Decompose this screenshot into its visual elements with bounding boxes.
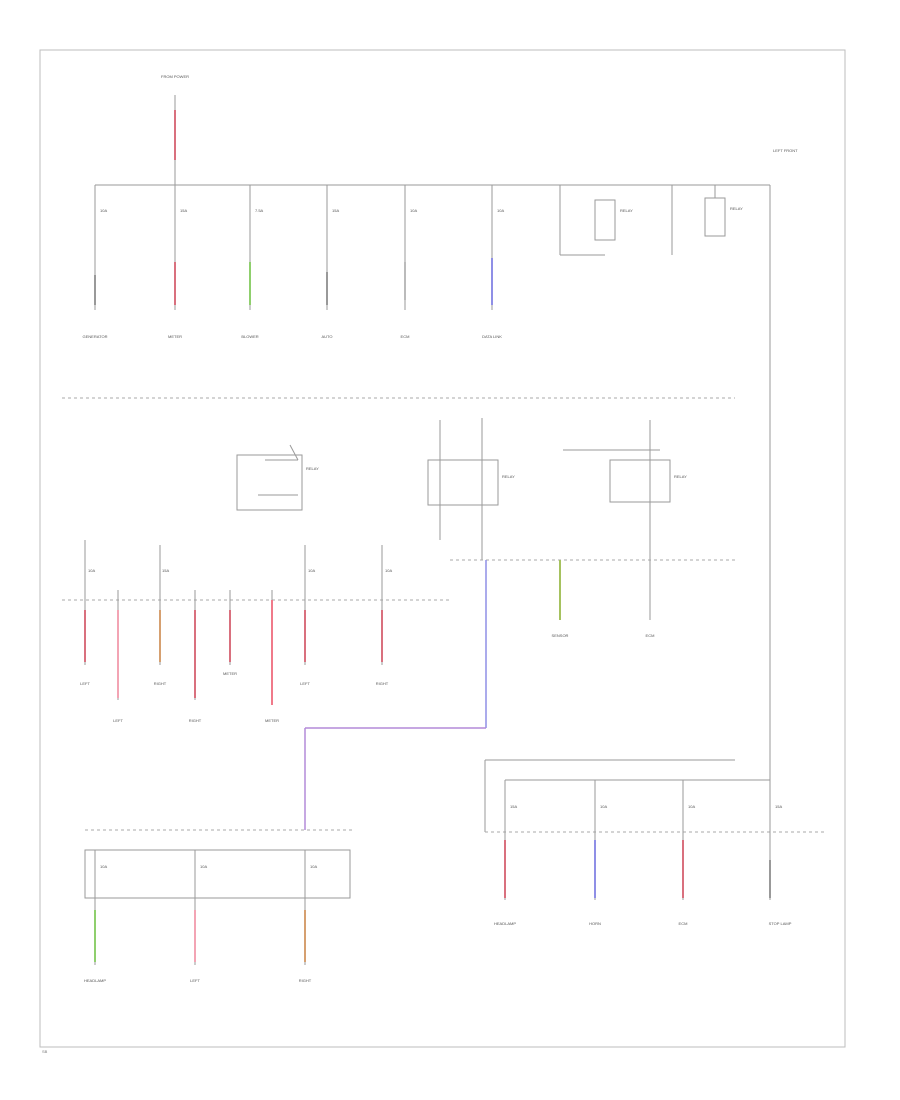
svg-text:10A: 10A	[688, 804, 695, 809]
top-relay-1: RELAY	[559, 185, 633, 256]
svg-text:15A: 15A	[332, 208, 339, 213]
center-feed-wire	[304, 560, 487, 830]
lower-right-branch-1: 15A HEADLAMP	[494, 780, 517, 926]
svg-text:15A: 15A	[180, 208, 187, 213]
lower-right-block	[484, 759, 825, 833]
svg-text:RIGHT: RIGHT	[154, 681, 167, 686]
svg-text:LEFT: LEFT	[190, 978, 200, 983]
footer-code: SB	[42, 1049, 48, 1054]
svg-text:10A: 10A	[200, 864, 207, 869]
svg-text:RELAY: RELAY	[502, 474, 515, 479]
corner-note: LEFT FRONT	[773, 148, 798, 153]
middle-wire-8: RIGHT	[376, 545, 389, 686]
top-branch-6: 10A DATA LINK	[482, 185, 504, 339]
svg-text:AUTO: AUTO	[321, 334, 332, 339]
svg-text:METER: METER	[265, 718, 279, 723]
svg-text:BLOWER: BLOWER	[241, 334, 258, 339]
middle-fuse-4: 10A	[385, 568, 392, 573]
svg-text:METER: METER	[223, 671, 237, 676]
lower-left-branch-1: 10A HEADLAMP	[84, 850, 107, 983]
lower-left-branch-3: 10A RIGHT	[299, 850, 317, 983]
middle-relay-left: RELAY	[236, 444, 319, 511]
middle-wire-4: RIGHT	[189, 590, 202, 723]
middle-wire-3: RIGHT	[154, 545, 167, 686]
svg-text:RELAY: RELAY	[674, 474, 687, 479]
svg-text:HORN: HORN	[589, 921, 601, 926]
top-branch-4: 15A AUTO	[321, 185, 339, 339]
top-branch-5: 10A ECM	[401, 185, 417, 339]
svg-text:GENERATOR: GENERATOR	[83, 334, 108, 339]
svg-text:RELAY: RELAY	[306, 466, 319, 471]
svg-text:RIGHT: RIGHT	[299, 978, 312, 983]
svg-text:SENSOR: SENSOR	[552, 633, 569, 638]
middle-wire-6: METER	[265, 590, 279, 723]
middle-fuse-2: 15A	[162, 568, 169, 573]
middle-right-ecm: ECM	[646, 560, 655, 638]
middle-fuse-1: 10A	[88, 568, 95, 573]
svg-text:LEFT: LEFT	[80, 681, 90, 686]
lower-right-branch-4: 15A STOP LAMP	[769, 780, 792, 926]
svg-text:ECM: ECM	[401, 334, 410, 339]
lower-right-branch-2: 10A HORN	[589, 780, 607, 926]
svg-text:10A: 10A	[100, 208, 107, 213]
middle-wire-1: LEFT	[80, 540, 90, 686]
middle-relay-center: RELAY	[427, 418, 515, 560]
svg-text:10A: 10A	[410, 208, 417, 213]
svg-text:15A: 15A	[775, 804, 782, 809]
middle-relay-right: RELAY	[563, 420, 687, 560]
svg-text:METER: METER	[168, 334, 182, 339]
svg-text:RIGHT: RIGHT	[189, 718, 202, 723]
svg-text:10A: 10A	[497, 208, 504, 213]
svg-text:STOP LAMP: STOP LAMP	[769, 921, 792, 926]
top-relay-2: RELAY	[671, 185, 743, 255]
svg-text:10A: 10A	[600, 804, 607, 809]
middle-fuse-3: 10A	[308, 568, 315, 573]
svg-text:7.5A: 7.5A	[255, 208, 264, 213]
lower-right-branch-3: 10A ECM	[679, 780, 695, 926]
middle-right-load: SENSOR	[552, 560, 569, 638]
svg-text:10A: 10A	[310, 864, 317, 869]
svg-text:RIGHT: RIGHT	[376, 681, 389, 686]
diagram-frame	[39, 49, 846, 1048]
middle-wire-5: METER	[223, 590, 237, 676]
svg-text:15A: 15A	[510, 804, 517, 809]
svg-text:RELAY: RELAY	[730, 206, 743, 211]
source-label: FROM POWER	[161, 74, 189, 79]
top-branch-1: 10A GENERATOR	[83, 185, 108, 339]
svg-text:LEFT: LEFT	[113, 718, 123, 723]
svg-text:ECM: ECM	[646, 633, 655, 638]
top-branch-3: 7.5A BLOWER	[241, 185, 264, 339]
svg-text:HEADLAMP: HEADLAMP	[84, 978, 106, 983]
svg-text:LEFT: LEFT	[300, 681, 310, 686]
top-branch-2: 15A METER	[168, 185, 187, 339]
svg-text:HEADLAMP: HEADLAMP	[494, 921, 516, 926]
middle-wire-2: LEFT	[113, 590, 123, 723]
svg-text:RELAY: RELAY	[620, 208, 633, 213]
middle-wire-7: LEFT	[300, 545, 310, 686]
svg-text:ECM: ECM	[679, 921, 688, 926]
svg-text:DATA LINK: DATA LINK	[482, 334, 502, 339]
lower-left-branch-2: 10A LEFT	[190, 850, 207, 983]
lower-left-block	[84, 829, 355, 899]
svg-text:10A: 10A	[100, 864, 107, 869]
